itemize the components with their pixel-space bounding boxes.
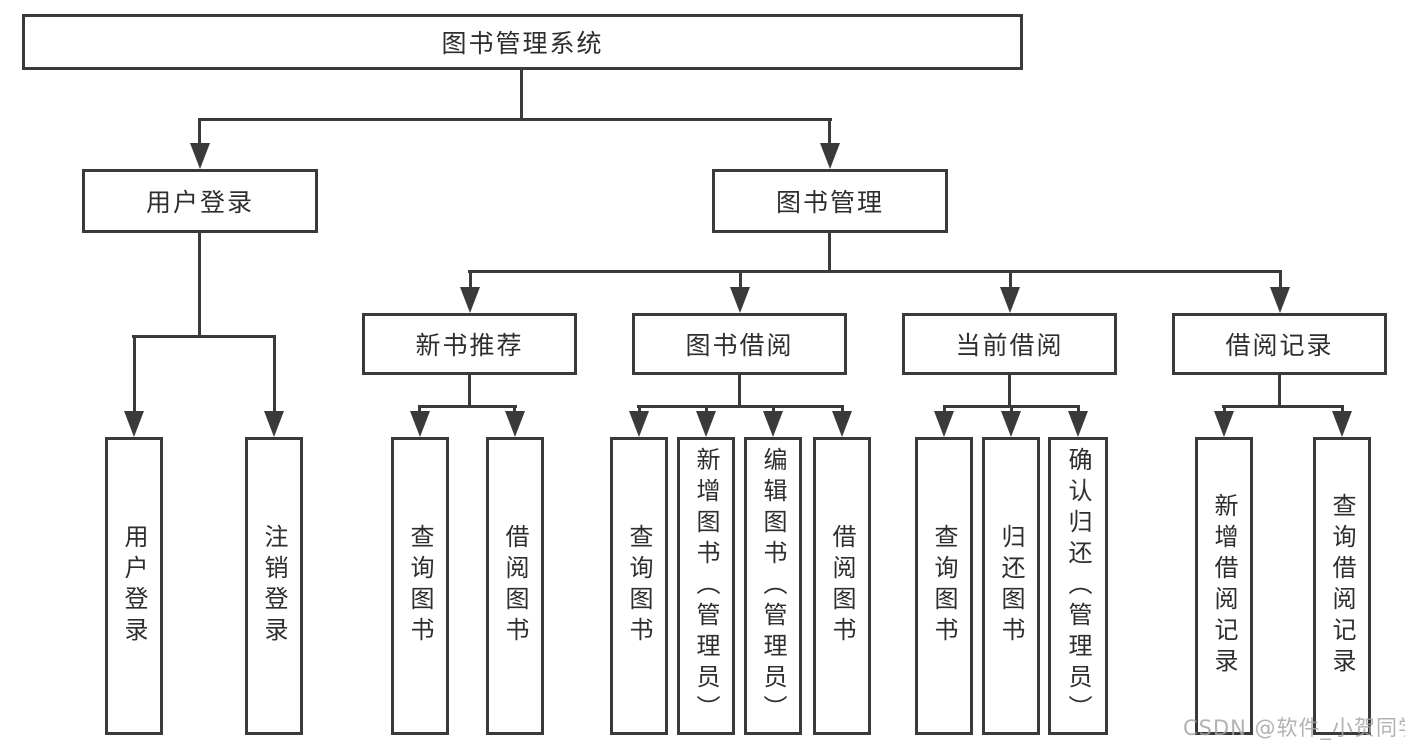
connector-line (739, 270, 742, 290)
arrow-down-icon (264, 411, 284, 437)
connector-line (198, 233, 201, 338)
connector-line (828, 233, 831, 273)
leaf-borrow-edit-books-admin: 编辑图书（管理员） (744, 437, 802, 735)
leaf-label: 查询图书 (406, 524, 434, 648)
arrow-down-icon (763, 411, 783, 437)
leaf-label: 借阅图书 (501, 524, 529, 648)
connector-line (841, 405, 844, 415)
connector-line (738, 375, 741, 408)
connector-line (1010, 405, 1013, 415)
node-label: 图书管理 (775, 188, 884, 217)
connector-line (468, 270, 1281, 273)
leaf-borrow-add-books-admin: 新增图书（管理员） (677, 437, 735, 735)
leaf-current-query-books: 查询图书 (915, 437, 973, 735)
leaf-label: 新增借阅记录 (1210, 493, 1238, 679)
node-book-borrow: 图书借阅 (632, 313, 847, 375)
leaf-records-add-borrow-record: 新增借阅记录 (1195, 437, 1253, 735)
connector-line (705, 405, 708, 415)
node-label: 新书推荐 (415, 331, 524, 360)
arrow-down-icon (730, 287, 750, 313)
arrow-down-icon (629, 411, 649, 437)
node-new-book-recommend: 新书推荐 (362, 313, 577, 375)
node-label: 图书管理系统 (441, 29, 604, 58)
connector-line (198, 118, 832, 121)
leaf-label: 借阅图书 (828, 524, 856, 648)
arrow-down-icon (410, 411, 430, 437)
leaf-label: 编辑图书（管理员） (759, 446, 787, 726)
leaf-current-return-books: 归还图书 (982, 437, 1040, 735)
connector-line (513, 405, 516, 415)
watermark-text: CSDN @软件_小贺同学 (1183, 716, 1405, 740)
connector-line (1223, 405, 1226, 415)
node-book-management: 图书管理 (712, 169, 948, 233)
arrow-down-icon (460, 287, 480, 313)
leaf-label: 查询图书 (625, 524, 653, 648)
arrow-down-icon (505, 411, 525, 437)
connector-line (133, 335, 136, 414)
connector-line (468, 375, 471, 408)
arrow-down-icon (190, 143, 210, 169)
connector-line (1008, 375, 1011, 408)
arrow-down-icon (696, 411, 716, 437)
arrow-down-icon (1001, 411, 1021, 437)
connector-line (132, 335, 276, 338)
leaf-borrow-borrow-books: 借阅图书 (813, 437, 871, 735)
arrow-down-icon (832, 411, 852, 437)
leaf-newbooks-query-books: 查询图书 (391, 437, 449, 735)
node-label: 借阅记录 (1225, 331, 1334, 360)
arrow-down-icon (934, 411, 954, 437)
arrow-down-icon (1270, 287, 1290, 313)
connector-line (273, 335, 276, 414)
node-label: 图书借阅 (685, 331, 794, 360)
connector-line (469, 270, 472, 290)
node-library-system: 图书管理系统 (22, 14, 1023, 70)
connector-line (943, 405, 946, 415)
leaf-label: 确认归还（管理员） (1064, 446, 1092, 726)
arrow-down-icon (1068, 411, 1088, 437)
connector-line (638, 405, 641, 415)
leaf-label: 注销登录 (260, 524, 288, 648)
connector-line (828, 118, 831, 146)
arrow-down-icon (1000, 287, 1020, 313)
node-current-borrow: 当前借阅 (902, 313, 1117, 375)
leaf-label: 查询图书 (930, 524, 958, 648)
connector-line (1009, 270, 1012, 290)
node-borrow-records: 借阅记录 (1172, 313, 1387, 375)
connector-line (198, 118, 201, 146)
leaf-label: 归还图书 (997, 524, 1025, 648)
connector-line (418, 405, 421, 415)
connector-line (1222, 405, 1344, 408)
connector-line (418, 405, 517, 408)
leaf-user-login: 用户登录 (105, 437, 163, 735)
node-label: 用户登录 (145, 188, 254, 217)
arrow-down-icon (820, 143, 840, 169)
arrow-down-icon (1214, 411, 1234, 437)
connector-line (1077, 405, 1080, 415)
leaf-label: 用户登录 (120, 524, 148, 648)
leaf-borrow-query-books: 查询图书 (610, 437, 668, 735)
connector-line (1341, 405, 1344, 415)
connector-line (1279, 270, 1282, 290)
leaf-records-query-borrow-record: 查询借阅记录 (1313, 437, 1371, 735)
arrow-down-icon (124, 411, 144, 437)
leaf-label: 新增图书（管理员） (692, 446, 720, 726)
leaf-current-confirm-return-admin: 确认归还（管理员） (1048, 437, 1108, 735)
node-label: 当前借阅 (955, 331, 1064, 360)
connector-line (637, 405, 844, 408)
node-user-login: 用户登录 (82, 169, 318, 233)
connector-line (1278, 375, 1281, 408)
leaf-logout: 注销登录 (245, 437, 303, 735)
connector-line (520, 70, 523, 120)
connector-line (772, 405, 775, 415)
leaf-label: 查询借阅记录 (1328, 493, 1356, 679)
leaf-newbooks-borrow-books: 借阅图书 (486, 437, 544, 735)
arrow-down-icon (1332, 411, 1352, 437)
